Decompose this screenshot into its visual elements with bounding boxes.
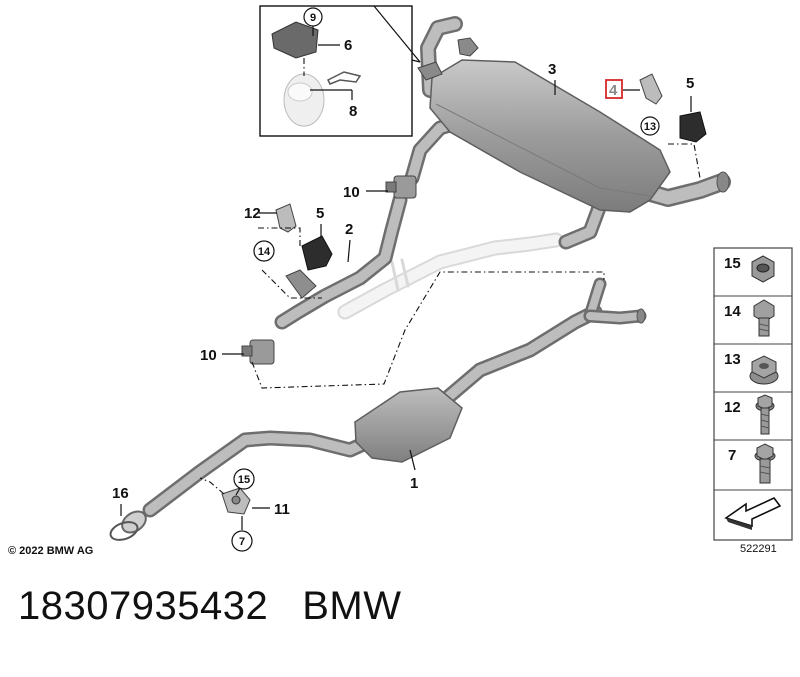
pipe-clamp-lower [241,339,275,365]
svg-text:15: 15 [724,255,741,272]
brand-name: BMW [302,584,402,628]
callout-number: 6 [344,37,352,54]
callout-number: 11 [274,501,290,518]
arrow-icon [724,497,782,530]
screw-icon [755,394,775,435]
hanger-bracket-right [639,73,663,105]
callout-16: 16 [112,485,129,516]
callout-5-left: 5 [316,205,324,238]
hardware-legend: 15 14 13 12 [713,247,793,541]
rubber-mount-left [301,235,333,271]
callout-9: 12 [244,205,277,222]
callout-number: 5 [316,205,324,222]
middle-silencer [109,277,647,541]
hanger-bracket-left [275,203,297,233]
bolt-icon [753,299,775,337]
callout-number: 5 [686,75,694,92]
svg-text:14: 14 [724,303,741,320]
copyright-text: © 2022 BMW AG [8,545,93,557]
callout-number: 2 [345,221,353,238]
callout-number: 10 [200,347,217,364]
callout-number: 4 [609,82,618,99]
callout-number: 8 [349,103,357,120]
callout-5-right: 5 [686,75,694,112]
legend-row-13: 13 [724,351,779,385]
svg-text:12: 12 [724,399,741,416]
nut-icon [751,255,775,283]
callout-15-lower: 15 [233,468,255,496]
callout-1: 1 [409,449,418,492]
callout-number: 9 [310,12,316,24]
callout-12-left: 14 [253,240,275,262]
legend-row-12: 12 [724,394,775,435]
svg-text:7: 7 [728,447,736,464]
svg-text:13: 13 [724,351,741,368]
callout-3: 3 [548,61,556,95]
callout-number: 1 [410,475,418,492]
callout-7-inset: 9 [303,7,323,36]
callout-10-lower: 10 [200,347,244,364]
legend-row-15: 15 [724,255,775,283]
callout-8: 8 [310,89,357,120]
flange-nut-icon [749,355,779,385]
association-lines [199,143,701,495]
callout-2: 2 [345,221,353,263]
callout-6: 6 [318,37,352,54]
legend-row-7: 7 [728,443,776,484]
callout-number: 16 [112,485,129,502]
image-code: 522291 [740,543,777,555]
callout-13-right: 13 [640,116,660,136]
part-number-label: 18307935432 BMW [18,584,401,629]
callout-number: 15 [238,474,250,486]
callout-4-highlighted: 4 [605,79,640,99]
legend-row-14: 14 [724,299,775,337]
bolt-icon [754,443,776,484]
callout-14-lower: 7 [231,516,253,552]
rubber-mount-right [679,111,707,143]
front-pipe-section [274,192,408,330]
pipe-clamp-upper [385,175,417,199]
callout-number: 14 [258,246,271,258]
callout-number: 7 [239,536,245,548]
highlight-box [605,79,623,99]
callout-number: 10 [343,184,360,201]
callout-number: 12 [244,205,261,222]
part-number: 18307935432 [18,584,269,628]
callout-10-upper: 10 [343,184,388,201]
ghost-connecting-pipe [337,232,564,320]
callout-number: 13 [644,121,656,133]
callout-11: 11 [252,501,290,518]
bracket-11 [221,487,251,515]
inset-detail-box [259,5,421,137]
rear-silencer [404,16,731,250]
callout-number: 3 [548,61,556,78]
